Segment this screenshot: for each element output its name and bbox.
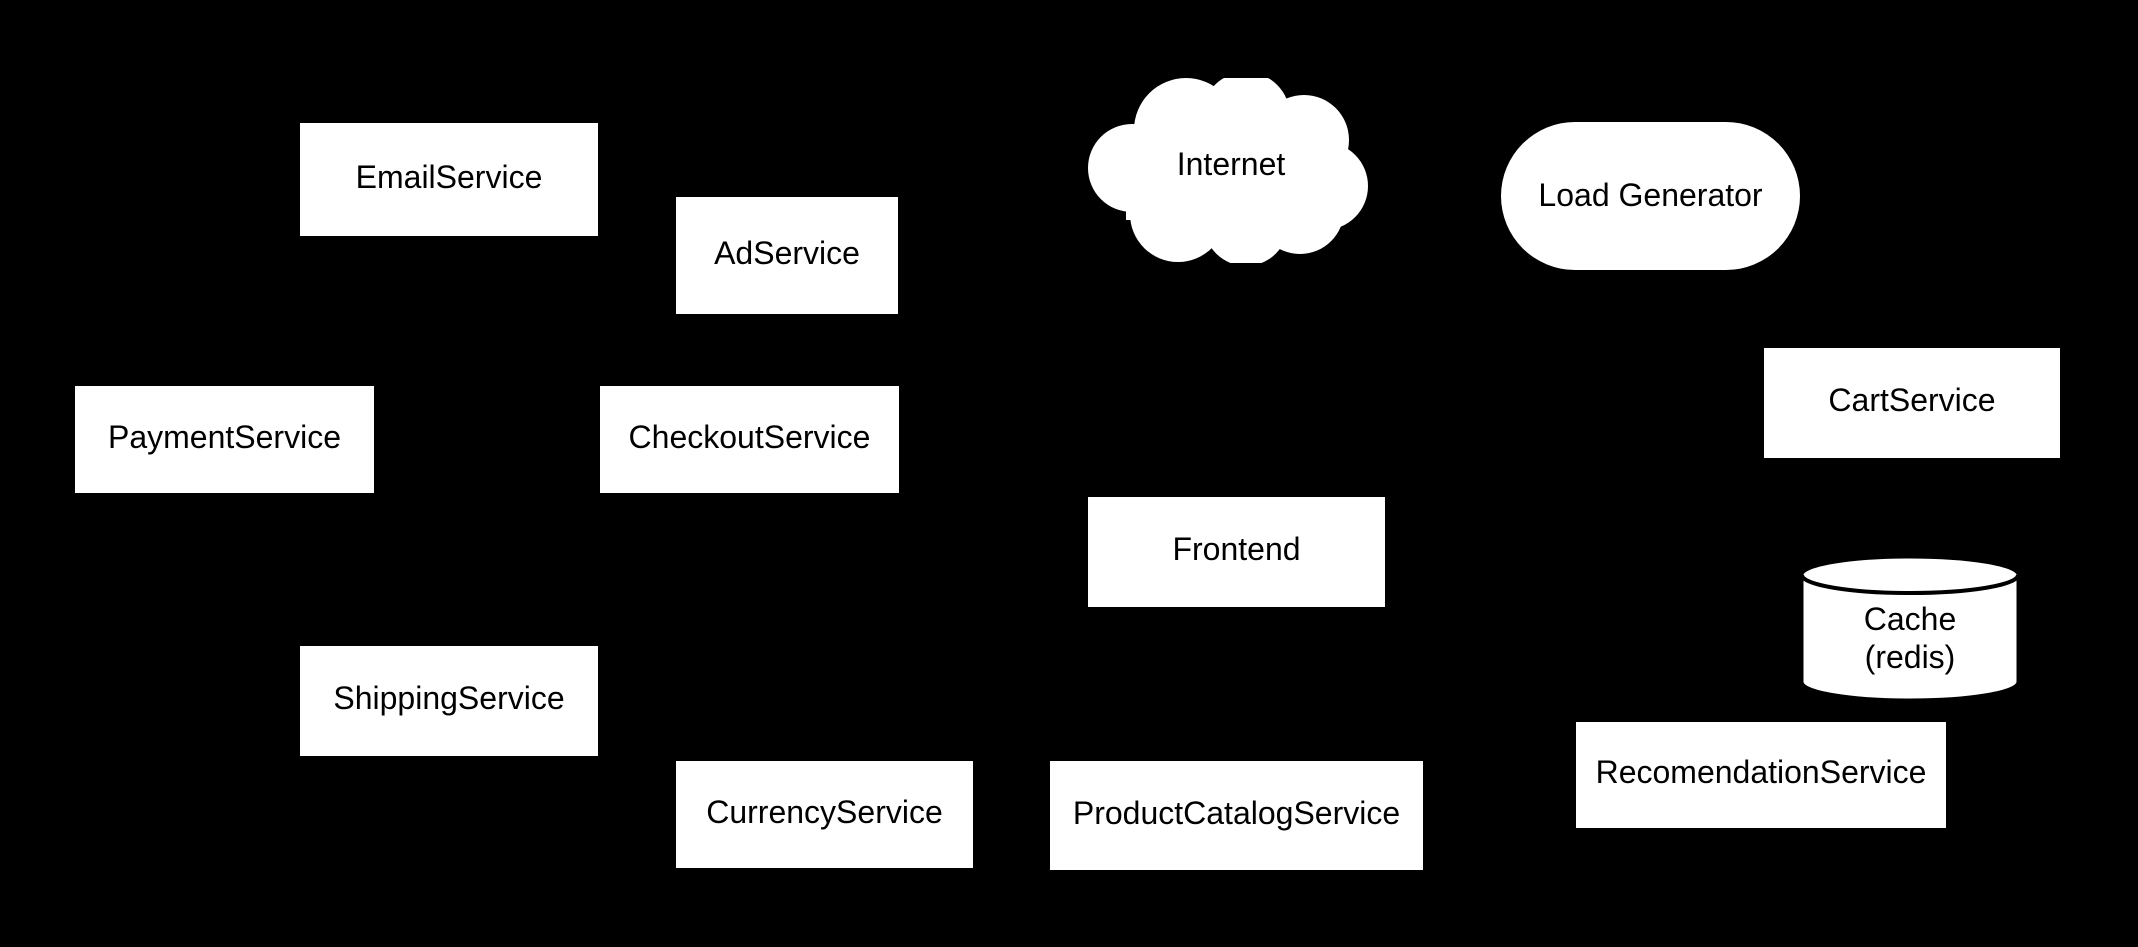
node-label-product-catalog-service: ProductCatalogService	[1072, 794, 1401, 831]
node-recomendation-service[interactable]: RecomendationService	[1576, 722, 1946, 828]
node-label-ad-service: AdService	[714, 234, 860, 271]
node-cart-service[interactable]: CartService	[1764, 348, 2060, 458]
node-payment-service[interactable]: PaymentService	[75, 386, 374, 493]
node-label-checkout-service: CheckoutService	[628, 418, 871, 455]
node-label-currency-service: CurrencyService	[706, 793, 943, 830]
node-shipping-service[interactable]: ShippingService	[300, 646, 598, 756]
node-currency-service[interactable]: CurrencyService	[676, 761, 973, 868]
node-label-payment-service: PaymentService	[108, 418, 341, 455]
node-label-frontend: Frontend	[1172, 531, 1301, 568]
node-cache-redis[interactable]: Cache (redis)	[1799, 554, 2021, 703]
node-frontend[interactable]: Frontend	[1088, 497, 1385, 607]
node-label-shipping-service: ShippingService	[333, 680, 565, 717]
node-ad-service[interactable]: AdService	[676, 197, 898, 314]
node-load-generator[interactable]: Load Generator	[1501, 122, 1800, 270]
node-checkout-service[interactable]: CheckoutService	[600, 386, 899, 493]
node-internet[interactable]: Internet	[1086, 78, 1376, 263]
node-label-recomendation-service: RecomendationService	[1595, 754, 1927, 791]
node-email-service[interactable]: EmailService	[300, 123, 598, 236]
node-label-cart-service: CartService	[1828, 382, 1996, 419]
node-label-load-generator: Load Generator	[1538, 177, 1763, 214]
node-product-catalog-service[interactable]: ProductCatalogService	[1050, 761, 1423, 870]
node-label-email-service: EmailService	[355, 158, 543, 195]
